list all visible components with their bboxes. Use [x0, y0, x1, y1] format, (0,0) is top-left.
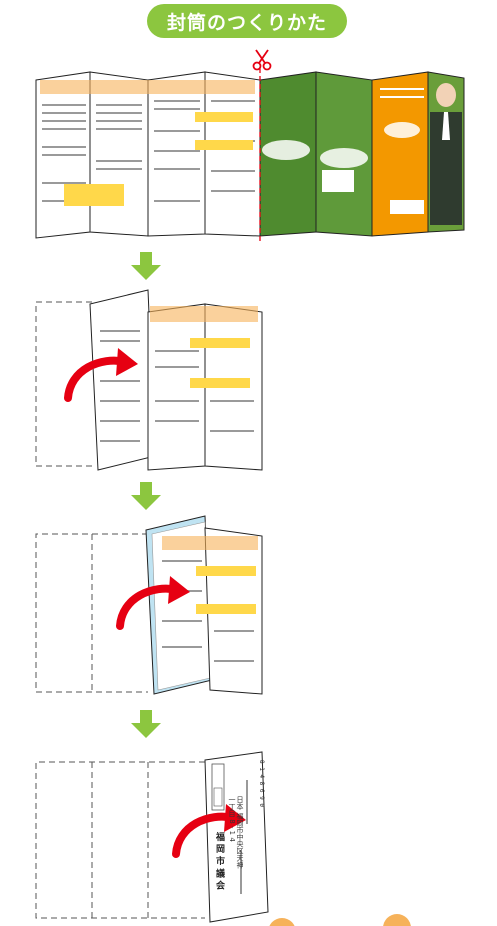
curved-arrow-icon	[64, 348, 138, 402]
brochure-unfolded	[35, 71, 465, 239]
curved-arrow-icon	[116, 576, 190, 630]
fold-step-2	[35, 289, 263, 471]
fold-step-3	[35, 515, 263, 695]
envelope-postal-code: 8 1 4 8 6 9 0	[258, 760, 265, 807]
down-arrow-icon	[131, 710, 161, 738]
down-arrow-icon	[131, 482, 161, 510]
envelope-recipient: 福 岡 市 議 会	[214, 832, 224, 890]
curved-arrow-icon	[172, 804, 246, 858]
scissors-icon	[252, 49, 272, 71]
envelope-address-line-2: 一丁目 8 - 1 4	[228, 796, 236, 842]
page-title: 封筒のつくりかた	[166, 11, 327, 34]
down-arrow-icon	[131, 252, 161, 280]
envelope-address-line-1: 日本 福岡市中央区天神	[236, 796, 244, 869]
title-banner: 封筒のつくりかた	[147, 4, 347, 38]
fold-step-4	[35, 751, 411, 926]
